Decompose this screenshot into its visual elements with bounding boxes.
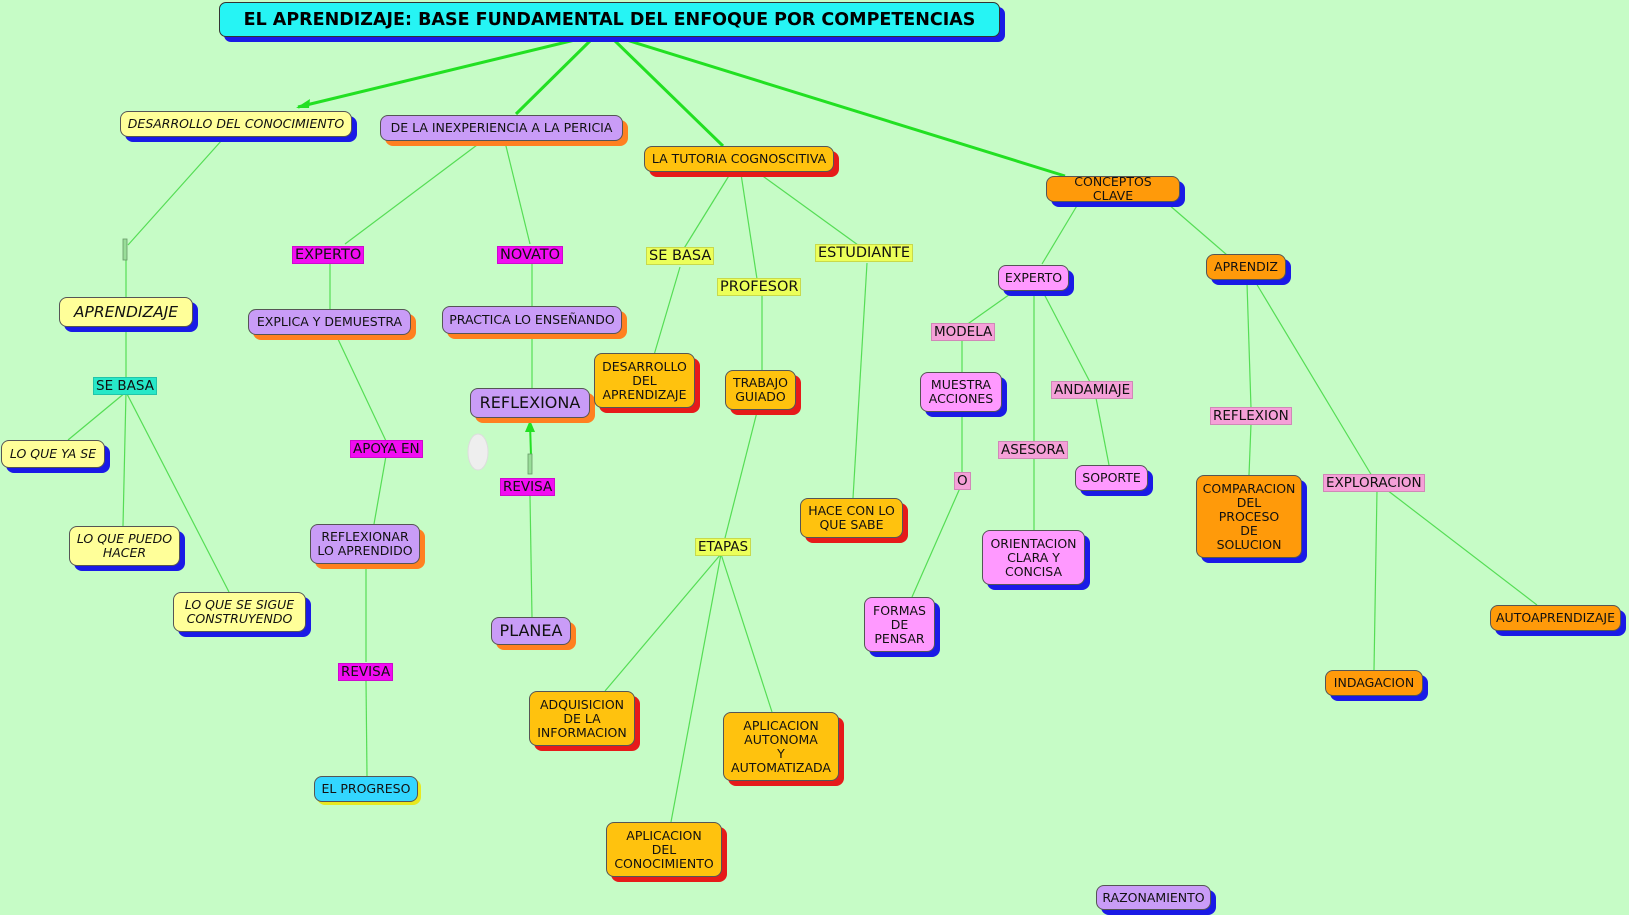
node-planea[interactable]: PLANEA (491, 617, 571, 645)
node-el-progreso[interactable]: EL PROGRESO (314, 776, 418, 802)
node-soporte[interactable]: SOPORTE (1075, 465, 1148, 491)
node-desarrollo-conocimiento[interactable]: DESARROLLO DEL CONOCIMIENTO (120, 111, 352, 137)
edge (504, 141, 531, 245)
link-profesor: PROFESOR (717, 278, 802, 296)
edge (1386, 489, 1538, 606)
node-orientacion[interactable]: ORIENTACION CLARA Y CONCISA (982, 530, 1085, 585)
map-title: EL APRENDIZAJE: BASE FUNDAMENTAL DEL ENF… (219, 2, 1000, 37)
edge (67, 391, 127, 441)
edge (852, 262, 868, 499)
link-modela: MODELA (931, 323, 996, 341)
node-trabajo-guiado[interactable]: TRABAJO GUIADO (725, 370, 796, 410)
node-experto[interactable]: EXPERTO (998, 265, 1069, 291)
node-inexperiencia-pericia[interactable]: DE LA INEXPERIENCIA A LA PERICIA (380, 115, 623, 141)
empty-linking-phrase (527, 453, 533, 475)
edge (759, 173, 859, 246)
edge-title-inexperiencia (514, 36, 595, 116)
empty-linking-phrase (122, 238, 128, 261)
node-conceptos-clave[interactable]: CONCEPTOS CLAVE (1046, 175, 1180, 203)
edge (122, 391, 127, 527)
node-autoaprendizaje[interactable]: AUTOAPRENDIZAJE (1490, 605, 1621, 631)
edge (1248, 423, 1252, 476)
edge (127, 139, 223, 246)
edge (604, 553, 722, 692)
node-lo-que-ya-se[interactable]: LO QUE YA SE (1, 440, 105, 468)
node-formas-pensar[interactable]: FORMAS DE PENSAR (864, 597, 935, 652)
link-andamiaje: ANDAMIAJE (1051, 381, 1134, 399)
edge (1255, 282, 1373, 477)
node-reflexiona[interactable]: REFLEXIONA (470, 388, 590, 418)
edge-revisa-reflexiona (529, 422, 532, 457)
blank-bubble (467, 433, 489, 471)
node-aprendiz[interactable]: APRENDIZ (1206, 254, 1286, 280)
node-razonamiento[interactable]: RAZONAMIENTO (1096, 885, 1211, 910)
link-o: O (954, 472, 971, 490)
edge (1373, 489, 1378, 671)
link-revisa-mid: REVISA (500, 478, 556, 496)
link-estudiante: ESTUDIANTE (815, 244, 914, 262)
edge (1095, 397, 1110, 466)
edge (336, 336, 387, 442)
edge (125, 391, 230, 593)
node-indagacion[interactable]: INDAGACION (1325, 670, 1423, 696)
edge (670, 553, 722, 823)
node-practica-ensenando[interactable]: PRACTICA LO ENSEÑANDO (442, 306, 622, 334)
edge (720, 553, 773, 713)
node-explica-demuestra[interactable]: EXPLICA Y DEMUESTRA (248, 309, 411, 335)
link-reflexion: REFLEXION (1210, 407, 1292, 425)
link-experto: EXPERTO (292, 246, 365, 264)
edge (911, 487, 961, 598)
edge (1042, 291, 1091, 383)
edge (740, 173, 758, 280)
edge (1246, 282, 1252, 409)
edge (365, 679, 368, 777)
node-desarrollo-aprendizaje[interactable]: DESARROLLO DEL APRENDIZAJE (594, 353, 695, 408)
edge (653, 266, 681, 356)
node-aplicacion-autonoma[interactable]: APLICACION AUTONOMA Y AUTOMATIZADA (723, 712, 839, 781)
node-lo-que-puedo-hacer[interactable]: LO QUE PUEDO HACER (69, 526, 180, 566)
link-revisa-left: REVISA (338, 663, 394, 681)
node-muestra-acciones[interactable]: MUESTRA ACCIONES (920, 372, 1002, 412)
node-reflexionar-aprendido[interactable]: REFLEXIONAR LO APRENDIDO (310, 524, 420, 564)
node-aprendizaje[interactable]: APRENDIZAJE (59, 297, 193, 327)
node-aplicacion-conocimiento[interactable]: APLICACION DEL CONOCIMIENTO (606, 822, 722, 877)
link-se-basa-left: SE BASA (93, 377, 157, 395)
edge (373, 455, 387, 525)
arrowhead-desarrollo (296, 99, 310, 108)
edge (724, 411, 758, 539)
node-hace-con-lo-que-sabe[interactable]: HACE CON LO QUE SABE (800, 498, 903, 538)
edge (529, 495, 533, 618)
edge-title-desarrollo (297, 36, 584, 109)
edge (961, 291, 1014, 329)
link-novato: NOVATO (497, 246, 564, 264)
edge-title-conceptos (619, 36, 1066, 178)
edge (344, 141, 482, 245)
edge (1041, 203, 1079, 265)
edge (1167, 203, 1228, 256)
link-se-basa-mid: SE BASA (646, 247, 715, 265)
link-asesora: ASESORA (998, 441, 1068, 459)
link-apoya-en: APOYA EN (350, 440, 423, 458)
node-tutoria-cognoscitiva[interactable]: LA TUTORIA COGNOSCITIVA (644, 146, 834, 172)
edge-title-tutoria (610, 36, 725, 148)
link-etapas: ETAPAS (695, 538, 752, 556)
node-adquisicion-informacion[interactable]: ADQUISICION DE LA INFORMACION (529, 691, 635, 746)
link-exploracion: EXPLORACION (1323, 474, 1425, 492)
node-comparacion[interactable]: COMPARACION DEL PROCESO DE SOLUCION (1196, 475, 1302, 558)
edge (682, 173, 731, 251)
node-lo-que-se-sigue[interactable]: LO QUE SE SIGUE CONSTRUYENDO (173, 592, 306, 632)
